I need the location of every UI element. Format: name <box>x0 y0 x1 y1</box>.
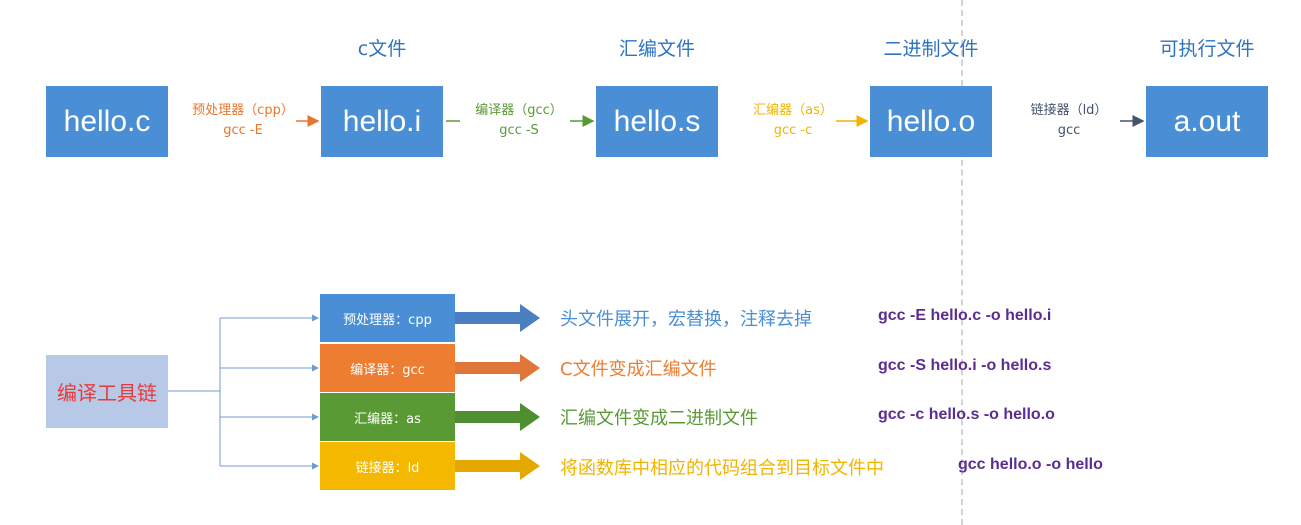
file-label-i: c文件 <box>357 38 407 60</box>
tool-label-ld: 链接器（ld） gcc <box>996 101 1142 141</box>
dashed-divider <box>961 0 963 525</box>
stage-box-as: 汇编器：as <box>320 393 455 441</box>
stage-box-ld: 链接器：ld <box>320 442 455 490</box>
stage-cmd-cpp: gcc -E hello.c -o hello.i <box>878 307 1052 324</box>
file-label-s: 汇编文件 <box>618 38 695 60</box>
tool-label-gcc-cmd: gcc -S <box>499 123 539 138</box>
block-arrow-gcc <box>455 354 540 382</box>
tool-label-cpp-name: 预处理器（cpp） <box>192 103 294 118</box>
stage-cmd-gcc: gcc -S hello.i -o hello.s <box>878 357 1052 374</box>
toolchain-root: 编译工具链 <box>46 355 168 428</box>
stage-desc-as: 汇编文件变成二进制文件 <box>560 408 758 429</box>
block-arrow-cpp <box>455 304 540 332</box>
stage-desc-cpp: 头文件展开，宏替换，注释去掉 <box>560 309 812 330</box>
file-box-hello-c: hello.c <box>46 86 168 157</box>
tool-label-gcc-name: 编译器（gcc） <box>475 103 563 118</box>
tool-label-gcc: 编译器（gcc） gcc -S <box>446 101 592 141</box>
stage-box-cpp: 预处理器：cpp <box>320 294 455 342</box>
file-box-hello-s: hello.s <box>596 86 718 157</box>
tool-label-as-cmd: gcc -c <box>773 123 813 138</box>
file-label-o: 二进制文件 <box>883 38 979 60</box>
stage-desc-gcc: C文件变成汇编文件 <box>560 359 717 380</box>
stage-cmd-as: gcc -c hello.s -o hello.o <box>878 406 1055 423</box>
tool-label-cpp: 预处理器（cpp） gcc -E <box>170 101 316 141</box>
file-label-out: 可执行文件 <box>1159 38 1255 60</box>
file-box-hello-i: hello.i <box>321 86 443 157</box>
stage-desc-ld: 将函数库中相应的代码组合到目标文件中 <box>560 458 884 479</box>
file-box-a-out: a.out <box>1146 86 1268 157</box>
tool-label-as-name: 汇编器（as） <box>753 103 833 118</box>
block-arrow-as <box>455 403 540 431</box>
file-box-hello-o: hello.o <box>870 86 992 157</box>
stage-cmd-ld: gcc hello.o -o hello <box>958 456 1103 473</box>
tool-label-as: 汇编器（as） gcc -c <box>720 101 866 141</box>
block-arrow-ld <box>455 452 540 480</box>
tool-label-ld-name: 链接器（ld） <box>1030 103 1108 118</box>
stage-box-gcc: 编译器：gcc <box>320 344 455 392</box>
tool-label-ld-cmd: gcc <box>1057 123 1081 138</box>
tool-label-cpp-cmd: gcc -E <box>223 123 263 138</box>
